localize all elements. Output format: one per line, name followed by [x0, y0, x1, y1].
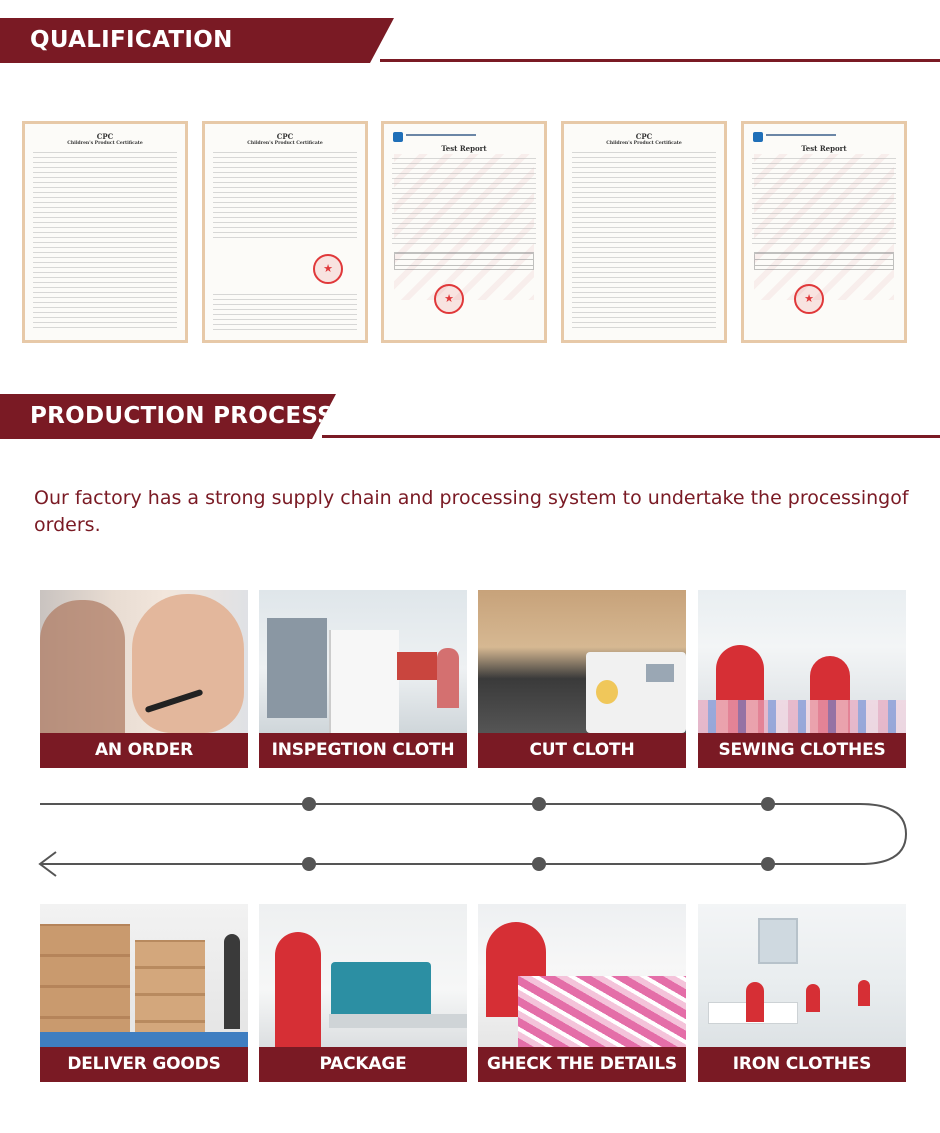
fabric-roll: [329, 630, 399, 733]
header-rule: [322, 435, 940, 438]
process-card-check: GHECK THE DETAILS: [478, 904, 686, 1082]
process-card-inspection: INSPEGTION CLOTH: [259, 590, 467, 768]
deliver-photo: [40, 904, 248, 1047]
certificate-2: CPC Children's Product Certificate: [202, 121, 368, 343]
timeline-node: [761, 797, 775, 811]
worker: [275, 932, 321, 1047]
certificate-4: CPC Children's Product Certificate: [561, 121, 727, 343]
timeline-node: [532, 797, 546, 811]
worker: [858, 980, 870, 1006]
process-label: DELIVER GOODS: [40, 1047, 248, 1082]
certificate-text-lines: [213, 294, 357, 334]
process-card-cut: CUT CLOTH: [478, 590, 686, 768]
detector-machine: [331, 962, 431, 1022]
certificate-heading: CPC: [276, 132, 294, 141]
process-label: GHECK THE DETAILS: [478, 1047, 686, 1082]
process-label: CUT CLOTH: [478, 733, 686, 768]
certificate-heading: Test Report: [441, 144, 487, 153]
process-timeline: [38, 797, 908, 877]
check-photo: [478, 904, 686, 1047]
sewing-photo: [698, 590, 906, 733]
header-rule: [380, 59, 940, 62]
fabric-pile: [518, 976, 686, 1047]
process-label: SEWING CLOTHES: [698, 733, 906, 768]
qualification-title: QUALIFICATION CERTIFICATE: [0, 18, 394, 63]
process-card-sewing: SEWING CLOTHES: [698, 590, 906, 768]
inspection-photo: [259, 590, 467, 733]
certificate-text-lines: [572, 152, 716, 332]
certificate-heading: CPC: [96, 132, 114, 141]
worker: [746, 982, 764, 1022]
process-label: PACKAGE: [259, 1047, 467, 1082]
iron-photo: [698, 904, 906, 1047]
screen: [646, 664, 674, 682]
lab-logo-icon: [393, 132, 403, 142]
window: [758, 918, 798, 964]
certificate-heading: CPC: [635, 132, 653, 141]
cut-photo: [478, 590, 686, 733]
package-photo: [259, 904, 467, 1047]
machine-frame: [267, 618, 327, 718]
lab-name-line: [406, 134, 476, 136]
intro-text: Our factory has a strong supply chain an…: [34, 487, 909, 536]
certificate-subheading: Children's Product Certificate: [606, 141, 682, 146]
seal-stamp: [313, 254, 343, 284]
lab-logo-icon: [753, 132, 763, 142]
table-red: [397, 652, 437, 680]
timeline-node: [302, 797, 316, 811]
certificate-subheading: Children's Product Certificate: [247, 141, 323, 146]
certificate-text-lines: [392, 158, 536, 246]
timeline-node: [761, 857, 775, 871]
process-label: AN ORDER: [40, 733, 248, 768]
process-card-package: PACKAGE: [259, 904, 467, 1082]
certificate-heading: Test Report: [801, 144, 847, 153]
conveyor: [329, 1014, 467, 1028]
box-stack: [135, 940, 205, 1047]
seal-stamp: [434, 284, 464, 314]
certificate-5: Test Report: [741, 121, 907, 343]
summary-table: [754, 252, 894, 270]
certificate-text-lines: [752, 158, 896, 246]
order-photo: [40, 590, 248, 733]
worker: [437, 648, 459, 708]
process-card-deliver: DELIVER GOODS: [40, 904, 248, 1082]
certificate-text-lines: [213, 152, 357, 242]
certificate-text-lines: [33, 152, 177, 332]
seal-stamp: [794, 284, 824, 314]
certificate-subheading: Children's Product Certificate: [67, 141, 143, 146]
box-stack: [40, 924, 130, 1047]
certificate-1: CPC Children's Product Certificate: [22, 121, 188, 343]
fabric-pile: [698, 700, 906, 733]
worker: [224, 934, 240, 1029]
process-card-iron: IRON CLOTHES: [698, 904, 906, 1082]
production-header: PRODUCTION PROCESS: [0, 394, 940, 439]
worker: [806, 984, 820, 1012]
timeline-node: [302, 857, 316, 871]
qualification-header: QUALIFICATION CERTIFICATE: [0, 18, 940, 63]
timeline-path: [40, 803, 908, 865]
pallet: [40, 1032, 248, 1047]
process-label: IRON CLOTHES: [698, 1047, 906, 1082]
timeline-node: [532, 857, 546, 871]
lab-name-line: [766, 134, 836, 136]
person-silhouette: [40, 600, 125, 733]
certificate-3: Test Report: [381, 121, 547, 343]
process-card-order: AN ORDER: [40, 590, 248, 768]
production-title: PRODUCTION PROCESS: [0, 394, 336, 439]
process-label: INSPEGTION CLOTH: [259, 733, 467, 768]
arrow-head-icon: [38, 851, 57, 877]
summary-table: [394, 252, 534, 270]
machine-panel: [596, 680, 618, 704]
